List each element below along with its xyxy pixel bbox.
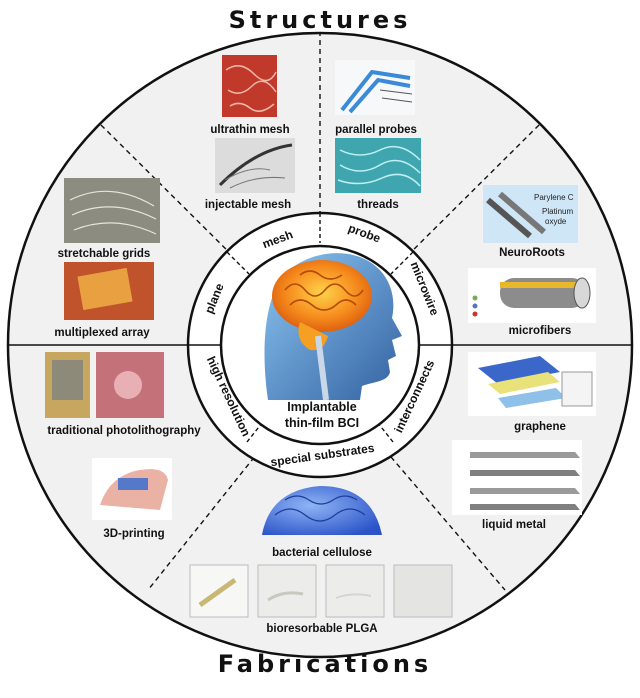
- stretchable-grids-photo: [64, 178, 160, 243]
- ring-dividers: [226, 213, 414, 443]
- plga-film-3: [335, 593, 372, 599]
- stretchable-grids-pattern: [69, 190, 157, 235]
- spoke-lower-right: [384, 449, 506, 591]
- ring-divider-upper-right: [390, 251, 414, 275]
- threads-label: threads: [357, 199, 399, 211]
- 3d-printing-image: [92, 458, 172, 520]
- injectable-mesh-label: injectable mesh: [205, 199, 291, 211]
- liquid-metal-step-4: [470, 504, 580, 510]
- neuroroots-oxyde-label: oxyde: [545, 217, 567, 226]
- photolithography-spot: [114, 371, 142, 399]
- injectable-mesh-strands: [224, 168, 286, 189]
- center-label-line2: thin-film BCI: [285, 416, 359, 430]
- multiplexed-array-film: [77, 267, 133, 311]
- graphene-inset: [561, 371, 593, 407]
- spoke-lower-left: [147, 449, 261, 591]
- spoke-upper-left: [99, 123, 246, 269]
- liquid-metal-step-2: [470, 470, 580, 476]
- plga-film-2: [267, 591, 304, 602]
- microfibers-end: [573, 277, 591, 309]
- microfibers-legend-dot-1: [472, 295, 478, 301]
- microfibers-label: microfibers: [509, 325, 572, 337]
- spinal-cord: [315, 335, 329, 401]
- ultrathin-mesh-texture: [225, 65, 277, 112]
- graphene-image: [468, 352, 596, 416]
- liquid-metal-box: [452, 440, 582, 515]
- center-label-line1: Implantable: [287, 400, 357, 414]
- microfibers-legend-dot-2: [472, 303, 478, 309]
- parallel-probes-leads: [379, 89, 413, 103]
- neuroroots-tube-2: [498, 191, 546, 235]
- stretchable-grids-label: stretchable grids: [58, 248, 151, 260]
- threads-lines: [337, 145, 421, 187]
- spoke-upper-right: [394, 123, 541, 269]
- plga-frame-4: [393, 564, 453, 618]
- plga-frame-3: [325, 564, 385, 618]
- 3d-printing-device: [118, 478, 148, 490]
- multiplexed-array-label: multiplexed array: [54, 327, 150, 339]
- neuroroots-parylene-label: Parylene C: [534, 193, 574, 202]
- graphene-layer-teal: [498, 388, 566, 408]
- ultrathin-mesh-label: ultrathin mesh: [210, 124, 289, 136]
- liquid-metal-label: liquid metal: [482, 519, 546, 531]
- microfibers-legend-dot-3: [472, 311, 478, 317]
- bacterial-cellulose-image: [262, 486, 382, 535]
- parallel-probes-shafts: [340, 69, 411, 114]
- ultrathin-mesh-image: [222, 55, 277, 117]
- brain-shape: [272, 260, 372, 332]
- neuroroots-image: Parylene C Platinum oxyde: [483, 185, 578, 243]
- stretchable-grids-image: [64, 178, 160, 243]
- bioresorbable-plga-label: bioresorbable PLGA: [266, 623, 377, 635]
- injectable-mesh-image: [215, 138, 295, 193]
- structures-title: Structures: [229, 6, 412, 34]
- neuroroots-platinum-label: Platinum: [542, 207, 573, 216]
- liquid-metal-step-3: [470, 488, 580, 494]
- liquid-metal-image: [452, 440, 582, 515]
- spoke-lines: [99, 33, 541, 591]
- bacterial-cellulose-label: bacterial cellulose: [272, 547, 372, 559]
- parallel-probes-label: parallel probes: [335, 124, 417, 136]
- photolithography-image: [45, 352, 164, 418]
- photolithography-label: traditional photolithography: [47, 425, 201, 437]
- 3d-printing-label: 3D-printing: [103, 528, 164, 540]
- parallel-probes-box: [335, 60, 415, 115]
- plga-film-1: [198, 577, 237, 608]
- microfibers-coating: [500, 282, 586, 288]
- graphene-label: graphene: [514, 421, 566, 433]
- brain-folds: [284, 270, 364, 311]
- ultrathin-mesh-photo: [222, 55, 277, 117]
- bacterial-cellulose-folds: [274, 495, 366, 522]
- ring-divider-upper-left: [226, 251, 250, 275]
- head-brain-illustration: [264, 253, 402, 401]
- neuroroots-tube-1: [486, 197, 532, 239]
- photolithography-chip-inner: [52, 360, 83, 400]
- liquid-metal-step-1: [470, 452, 580, 458]
- multiplexed-array-image: [64, 262, 154, 320]
- graphene-layer-yellow: [488, 372, 560, 394]
- bioresorbable-plga-image: [189, 564, 453, 618]
- bacterial-cellulose-brain: [262, 486, 382, 535]
- neuroroots-label: NeuroRoots: [499, 247, 565, 259]
- parallel-probes-image: [335, 60, 415, 115]
- microfibers-image: [468, 268, 596, 323]
- threads-image: [335, 138, 421, 193]
- graphene-layer-blue: [478, 356, 560, 384]
- plga-frame-2: [257, 564, 317, 618]
